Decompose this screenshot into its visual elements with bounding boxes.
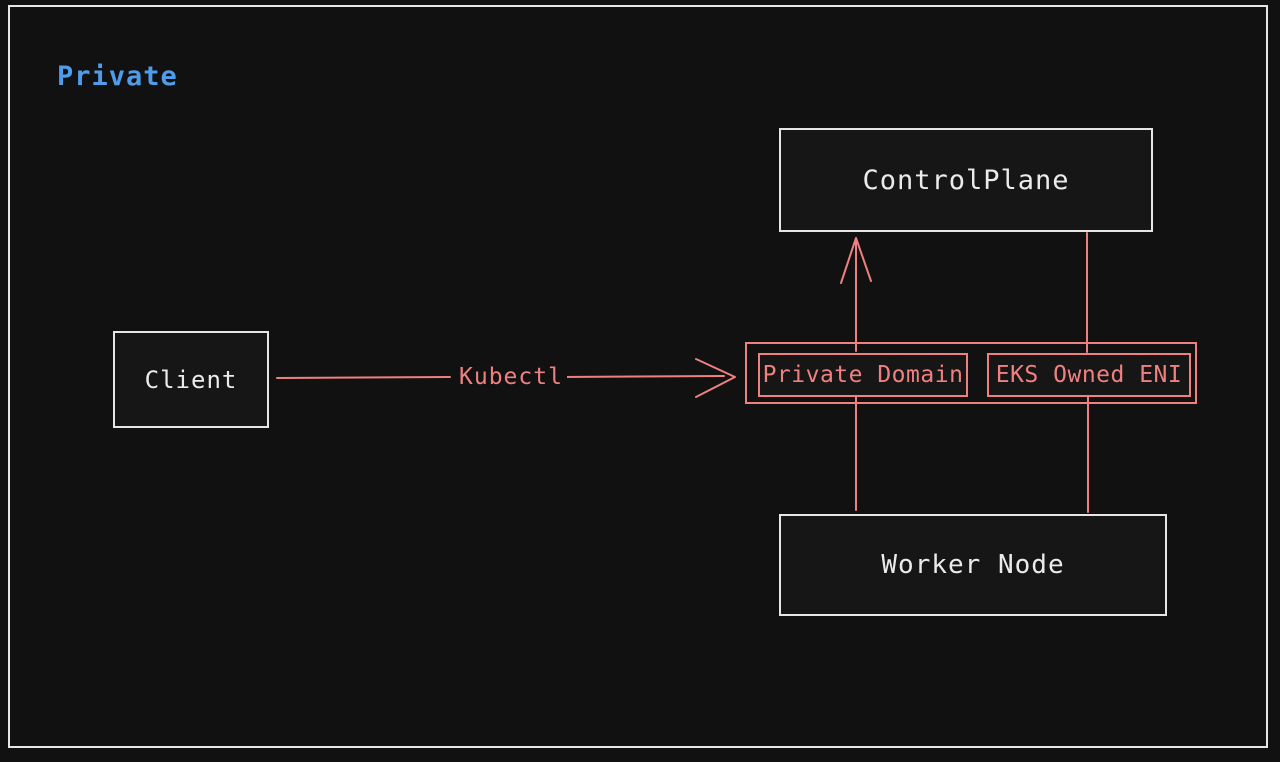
gateway-group-box: Private Domain EKS Owned ENI — [745, 342, 1197, 404]
node-private-domain: Private Domain — [758, 353, 968, 397]
node-eks-owned-eni: EKS Owned ENI — [987, 353, 1191, 397]
node-eks-owned-eni-label: EKS Owned ENI — [995, 362, 1183, 388]
node-control-plane: ControlPlane — [779, 128, 1153, 232]
node-private-domain-label: Private Domain — [762, 362, 964, 388]
diagram-title: Private — [57, 61, 178, 92]
edge-kubectl-label: Kubectl — [455, 364, 567, 390]
node-control-plane-label: ControlPlane — [862, 164, 1070, 196]
node-worker-node-label: Worker Node — [881, 550, 1065, 580]
node-worker-node: Worker Node — [779, 514, 1167, 616]
node-client-label: Client — [144, 365, 238, 394]
node-client: Client — [113, 331, 269, 428]
